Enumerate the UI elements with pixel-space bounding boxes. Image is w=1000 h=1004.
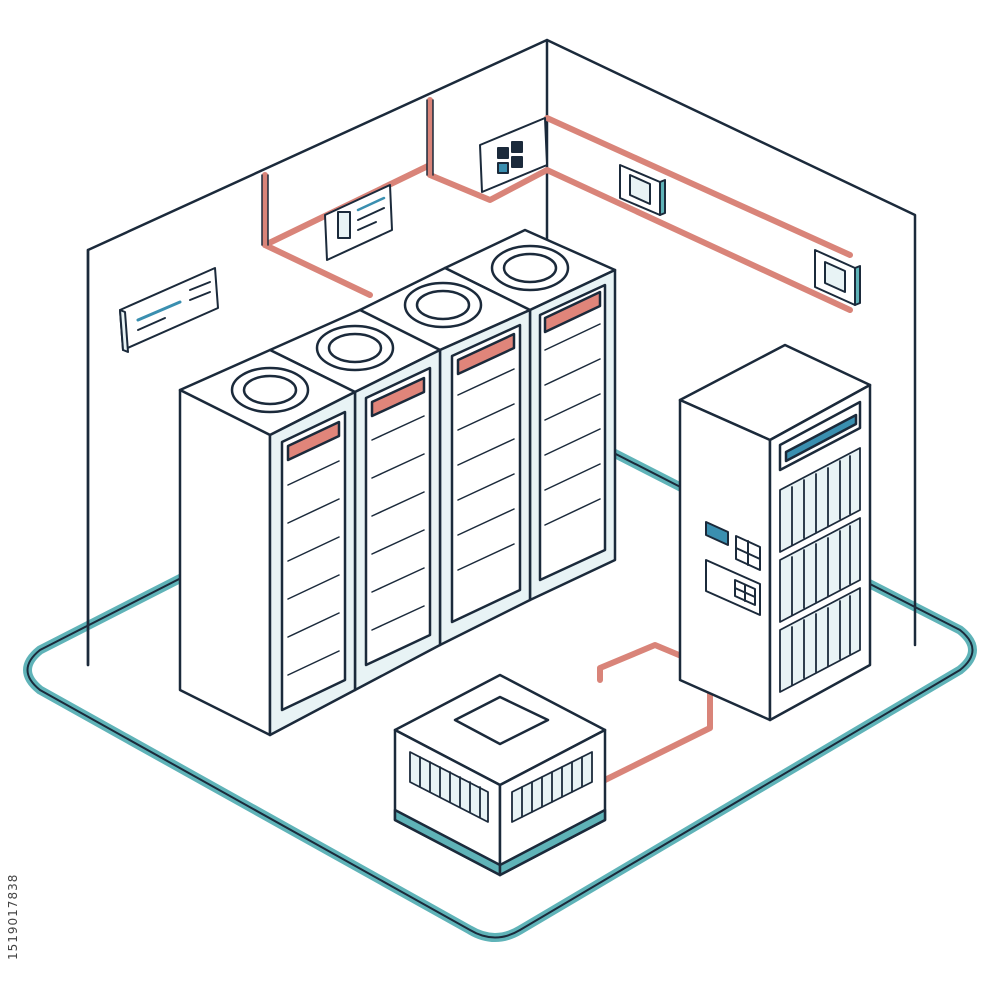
ups-unit xyxy=(393,673,607,877)
server-rack xyxy=(178,348,357,737)
stock-id-watermark: 1519017838 xyxy=(6,873,20,960)
wall-switch xyxy=(619,164,666,216)
wall-panel xyxy=(324,184,393,261)
storage-cabinet xyxy=(678,343,872,722)
server-rack xyxy=(358,266,532,647)
server-rack xyxy=(443,228,617,602)
wall-panel xyxy=(479,117,548,193)
wall-panel xyxy=(119,267,219,353)
conduit xyxy=(262,97,853,783)
wall-switch xyxy=(814,249,861,306)
